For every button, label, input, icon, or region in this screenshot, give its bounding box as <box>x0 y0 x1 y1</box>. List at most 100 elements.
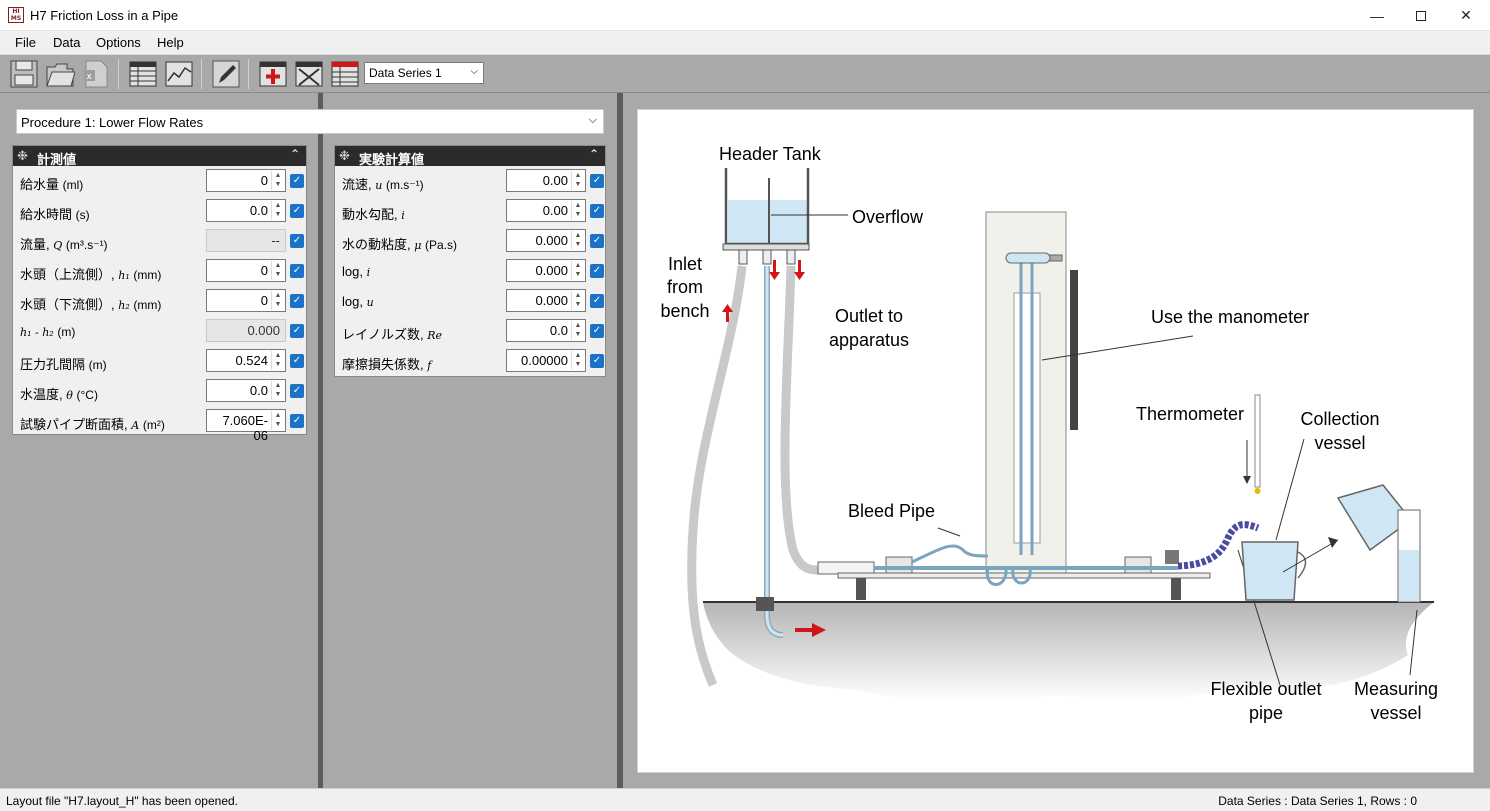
delete-row-icon <box>295 61 323 87</box>
bench-foot <box>856 578 866 600</box>
pane-splitter[interactable] <box>617 93 623 788</box>
menu-options[interactable]: Options <box>96 35 141 50</box>
pane-splitter[interactable] <box>318 93 323 788</box>
spinner-icon[interactable]: ▲▼ <box>571 201 584 220</box>
row-visibility-checkbox[interactable]: ✓ <box>590 174 604 188</box>
row-symbol: u <box>366 296 374 309</box>
spinner-icon[interactable]: ▲▼ <box>271 261 284 280</box>
collapse-icon[interactable]: ⌃ <box>289 147 300 161</box>
measured-value-field[interactable]: 0▲▼ <box>206 259 286 282</box>
measured-value-field[interactable]: 0.0▲▼ <box>206 199 286 222</box>
open-button[interactable] <box>44 58 76 90</box>
spinner-icon[interactable]: ▲▼ <box>271 201 284 220</box>
field-value: 0.000 <box>247 323 280 338</box>
spinner-icon[interactable]: ▲▼ <box>271 171 284 190</box>
row-visibility-checkbox[interactable]: ✓ <box>590 354 604 368</box>
spinner-icon[interactable]: ▲▼ <box>271 351 284 370</box>
measured-value-field[interactable]: 0.0▲▼ <box>206 379 286 402</box>
excel-export-icon: x <box>84 60 108 88</box>
row-unit: (mm) <box>133 298 162 312</box>
toolbar: x Data Series 1 ⌵ <box>0 55 1490 93</box>
measured-value-field[interactable]: 0▲▼ <box>206 169 286 192</box>
spinner-icon[interactable]: ▲▼ <box>271 381 284 400</box>
row-label: 水温度, θ (°C) <box>20 387 98 402</box>
measuring-water <box>1399 550 1419 601</box>
measured-rows: 給水量 (ml)0▲▼✓給水時間 (s)0.0▲▼✓流量, Q (m³.s⁻¹)… <box>13 166 306 443</box>
tank-base <box>722 243 810 251</box>
row-visibility-checkbox[interactable]: ✓ <box>290 294 304 308</box>
status-bar: Layout file "H7.layout_H" has been opene… <box>0 788 1490 811</box>
toolbar-separator <box>118 59 119 89</box>
row-visibility-checkbox[interactable]: ✓ <box>290 264 304 278</box>
row-visibility-checkbox[interactable]: ✓ <box>290 324 304 338</box>
row-visibility-checkbox[interactable]: ✓ <box>590 264 604 278</box>
row-visibility-checkbox[interactable]: ✓ <box>590 204 604 218</box>
calculated-value-field[interactable]: 0.00000▲▼ <box>506 349 586 372</box>
data-series-select[interactable]: Data Series 1 ⌵ <box>364 62 484 84</box>
spinner-icon[interactable]: ▲▼ <box>271 411 284 430</box>
row-label: 摩擦損失係数, f <box>342 357 432 372</box>
excel-export-button[interactable]: x <box>80 58 112 90</box>
spinner-icon[interactable]: ▲▼ <box>271 291 284 310</box>
spinner-icon[interactable]: ▲▼ <box>571 321 584 340</box>
row-symbol: h₁ - h₂ <box>20 326 54 339</box>
chevron-down-icon: ⌵ <box>470 66 478 77</box>
row-symbol: Re <box>427 329 443 342</box>
row-label: 水頭（下流側）, h₂ (mm) <box>20 297 162 312</box>
menu-help[interactable]: Help <box>157 35 184 50</box>
row-visibility-checkbox[interactable]: ✓ <box>290 204 304 218</box>
spinner-icon[interactable]: ▲▼ <box>571 291 584 310</box>
calculated-value-field[interactable]: 0.00▲▼ <box>506 199 586 222</box>
add-row-button[interactable] <box>257 58 289 90</box>
table-view-button[interactable] <box>127 58 159 90</box>
row-visibility-checkbox[interactable]: ✓ <box>590 294 604 308</box>
row-visibility-checkbox[interactable]: ✓ <box>590 324 604 338</box>
spinner-icon[interactable]: ▲▼ <box>571 261 584 280</box>
spinner-icon[interactable]: ▲▼ <box>571 351 584 370</box>
measured-row: 給水時間 (s)0.0▲▼✓ <box>13 196 306 226</box>
procedure-select[interactable]: Procedure 1: Lower Flow Rates ⌵ <box>16 109 604 134</box>
panel-title: 計測値 <box>37 152 77 167</box>
minimize-button[interactable]: — <box>1370 7 1384 24</box>
calculated-value-field[interactable]: 0.0▲▼ <box>506 319 586 342</box>
measured-value-field[interactable]: 0.524▲▼ <box>206 349 286 372</box>
delete-row-button[interactable] <box>293 58 325 90</box>
maximize-button[interactable] <box>1398 0 1444 31</box>
calculated-row: レイノルズ数, Re 0.0▲▼ ✓ <box>335 316 605 346</box>
apparatus-diagram-svg: Header Tank Overflow Inlet from bench Ou… <box>660 144 1438 723</box>
measured-value-field[interactable]: 0▲▼ <box>206 289 286 312</box>
table-settings-button[interactable] <box>329 58 361 90</box>
close-button[interactable]: ✕ <box>1460 7 1472 23</box>
panel-header: ❉ 計測値 ⌃ <box>13 146 306 167</box>
calculated-value-field[interactable]: 0.000▲▼ <box>506 229 586 252</box>
spinner-icon[interactable]: ▲▼ <box>571 231 584 250</box>
collapse-icon[interactable]: ⌃ <box>588 147 599 161</box>
measured-row: 試験パイプ断面積, A (m²)7.060E-06▲▼✓ <box>13 406 306 443</box>
row-visibility-checkbox[interactable]: ✓ <box>590 234 604 248</box>
menu-bar: File Data Options Help <box>0 31 1490 55</box>
chart-view-button[interactable] <box>163 58 195 90</box>
row-visibility-checkbox[interactable]: ✓ <box>290 234 304 248</box>
menu-data[interactable]: Data <box>53 35 81 50</box>
calculated-value-field[interactable]: 0.00▲▼ <box>506 169 586 192</box>
measured-row: 水温度, θ (°C) 0.0▲▼ ✓ <box>13 376 306 406</box>
spinner-icon[interactable]: ▲▼ <box>571 171 584 190</box>
row-visibility-checkbox[interactable]: ✓ <box>290 174 304 188</box>
row-visibility-checkbox[interactable]: ✓ <box>290 384 304 398</box>
calculated-value-field[interactable]: 0.000▲▼ <box>506 259 586 282</box>
calculated-value-field[interactable]: 0.000▲▼ <box>506 289 586 312</box>
menu-file[interactable]: File <box>15 35 36 50</box>
save-button[interactable] <box>8 58 40 90</box>
row-visibility-checkbox[interactable]: ✓ <box>290 414 304 428</box>
row-visibility-checkbox[interactable]: ✓ <box>290 354 304 368</box>
tank-nozzle <box>786 249 796 265</box>
measured-value-field: -- <box>206 229 286 252</box>
row-label: レイノルズ数, Re <box>342 327 443 342</box>
row-symbol: f <box>427 359 432 372</box>
measured-value-field[interactable]: 7.060E-06▲▼ <box>206 409 286 443</box>
label-overflow: Overflow <box>852 207 924 227</box>
measuring-leader <box>1409 609 1418 676</box>
measured-row: 圧力孔間隔 (m)0.524▲▼✓ <box>13 346 306 376</box>
field-value: 0.00 <box>542 203 568 218</box>
edit-button[interactable] <box>210 58 242 90</box>
